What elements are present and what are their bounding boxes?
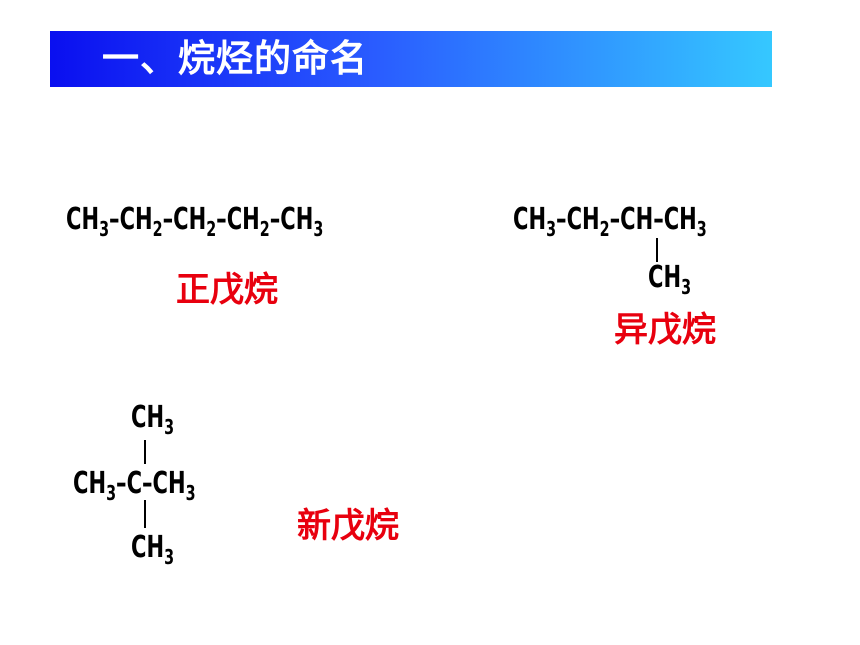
neopentane-name: 新戊烷: [297, 506, 399, 546]
isopentane-branch: CH3: [648, 260, 692, 300]
neopentane-bottom: CH3: [131, 530, 175, 570]
isopentane-formula: CH3–CH2–CH–CH3: [513, 202, 707, 242]
title-bar: 一、烷烃的命名: [50, 31, 772, 87]
n-pentane-formula: CH3–CH2–CH2–CH2–CH3: [66, 202, 324, 242]
n-pentane-name: 正戊烷: [176, 270, 278, 310]
isopentane-branch-bond: [656, 238, 658, 262]
neopentane-middle: CH3–C–CH3: [73, 466, 196, 506]
isopentane-name: 异戊烷: [614, 310, 716, 350]
neopentane-bottom-bond: [144, 500, 146, 528]
neopentane-top: CH3: [131, 400, 175, 440]
slide-title: 一、烷烃的命名: [102, 37, 368, 80]
neopentane-top-bond: [144, 440, 146, 464]
